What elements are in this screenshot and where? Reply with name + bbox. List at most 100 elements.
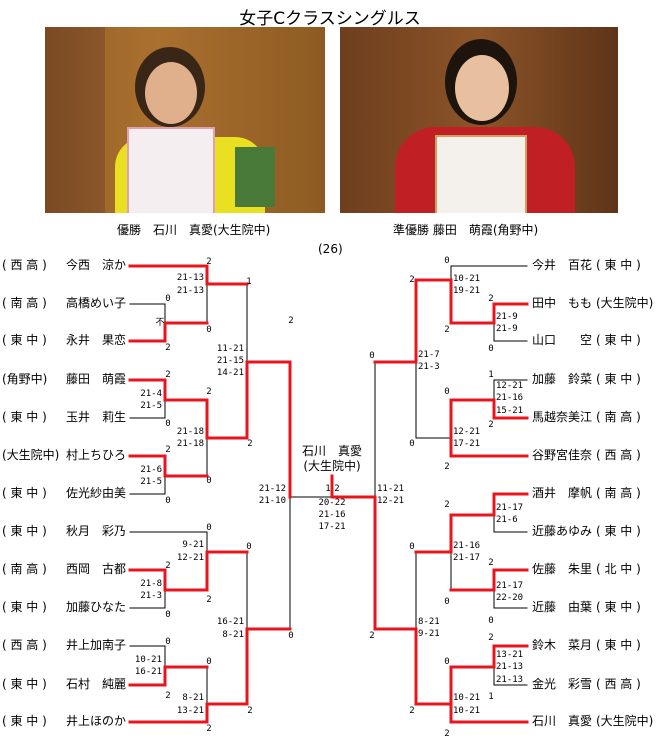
games-won-count: 0 [206,476,212,486]
player-name: 近藤あゆみ [532,524,593,538]
player-name: 金光 彩雪 [532,677,593,691]
player-school: (大生院中) [596,714,654,728]
games-won-count: 2 [369,631,375,641]
player-name: 石村 純麗 [66,677,127,691]
player-name: 今西 涼か [66,258,127,272]
games-won-count: 2 [444,500,450,510]
games-won-count: 2 [206,257,212,267]
match-score: 13-21 [496,650,524,660]
player-name: 藤田 萌霞 [66,372,127,386]
games-won-count: 0 [288,631,294,641]
games-won-count: 2 [488,633,494,643]
player-school: ( 西 高 ) [2,258,47,272]
match-score: 21-5 [140,477,162,487]
champion-name: 石川 真愛 [301,444,362,458]
match-score: 21-6 [496,515,518,525]
games-won-count: 0 [246,542,252,552]
games-won-count: 2 [444,325,450,335]
match-score: 21-5 [140,401,162,411]
match-score: 21-7 [418,350,440,360]
player-name: 石川 真愛 [532,714,593,728]
player-name: 加藤ひなた [66,600,127,614]
player-school: ( 東 中 ) [596,524,641,538]
match-score: 21-16 [318,510,346,520]
player-name: 井上加南子 [66,638,127,652]
games-won-count: 1 [325,484,331,494]
champion-label: 石川 真愛 (大生院中) [282,444,382,474]
match-score: 10-21 [453,693,481,703]
match-score: 10-21 [453,274,481,284]
games-won-count: 1 [246,277,252,287]
match-score: 21-17 [496,503,524,513]
match-score: 21-15 [216,356,244,366]
games-won-count: 2 [334,484,340,494]
games-won-count: 2 [444,462,450,472]
player-school: ( 東 中 ) [596,600,641,614]
match-score: 21-12 [258,484,286,494]
games-won-count: 0 [165,637,171,647]
games-won-count: 2 [247,706,253,716]
match-score: 8-21 [418,617,440,627]
games-won-count: 2 [165,370,171,380]
player-name: 近藤 由葉 [532,600,593,614]
player-name: 永井 果恋 [66,333,127,347]
games-won-count: 0 [444,657,450,667]
match-score: 14-21 [216,368,244,378]
player-school: ( 東 中 ) [2,714,47,728]
player-name: 村上ちひろ [66,448,127,462]
player-name: 加藤 鈴菜 [532,372,593,386]
winner-caption: 優勝 石川 真愛(大生院中) [117,223,271,237]
player-school: (大生院中) [2,448,60,462]
games-won-count: 2 [165,445,171,455]
player-school: ( 北 中 ) [596,562,641,576]
games-won-count: 2 [409,706,415,716]
games-won-count: 0 [206,523,212,533]
player-school: ( 東 中 ) [596,333,641,347]
match-score: 21-8 [140,579,162,589]
match-score: 21-13 [496,662,524,672]
match-score: 8-21 [182,693,204,703]
match-score: 11-21 [216,344,244,354]
match-score: 21-16 [496,393,524,403]
player-school: ( 西 高 ) [2,638,47,652]
match-score: 21-17 [496,581,524,591]
match-score: 16-21 [134,667,162,677]
games-won-count: 2 [409,275,415,285]
games-won-count: 2 [206,724,212,734]
player-school: ( 東 中 ) [596,638,641,652]
match-score: 21-13 [176,273,204,283]
games-won-count: 2 [247,439,253,449]
match-score: 9-21 [418,629,440,639]
games-won-count: 0 [165,496,171,506]
match-score: 17-21 [453,439,481,449]
match-score: 16-21 [216,617,244,627]
match-score: 10-21 [134,655,162,665]
runner-up-caption: 準優勝 藤田 萌霞(角野中) [393,223,539,237]
player-name: 玉井 莉生 [66,410,127,424]
match-score: 21-3 [418,362,440,372]
games-won-count: 0 [444,387,450,397]
player-school: ( 西 高 ) [596,677,641,691]
match-score: 13-21 [176,706,204,716]
match-score: 21-4 [140,389,162,399]
games-won-count: 0 [206,657,212,667]
player-school: ( 東 中 ) [596,372,641,386]
player-name: 田中 もも [532,296,593,310]
match-score: 21-17 [453,553,481,563]
player-school: ( 南 高 ) [2,296,47,310]
player-school: ( 南 高 ) [596,410,641,424]
match-score: 21-13 [496,675,524,685]
player-name: 馬越奈美江 [532,410,593,424]
games-won-count: 2 [288,316,294,326]
player-name: 酒井 摩帆 [532,486,593,500]
match-score: 17-21 [318,522,346,532]
match-score: 12-21 [377,496,405,506]
games-won-count: 2 [165,561,171,571]
games-won-count: 0 [165,610,171,620]
games-won-count: 0 [409,542,415,552]
player-name: 今井 百花 [532,258,593,272]
match-score: 22-20 [496,593,524,603]
match-score: 11-21 [377,484,405,494]
player-school: ( 東 中 ) [2,677,47,691]
